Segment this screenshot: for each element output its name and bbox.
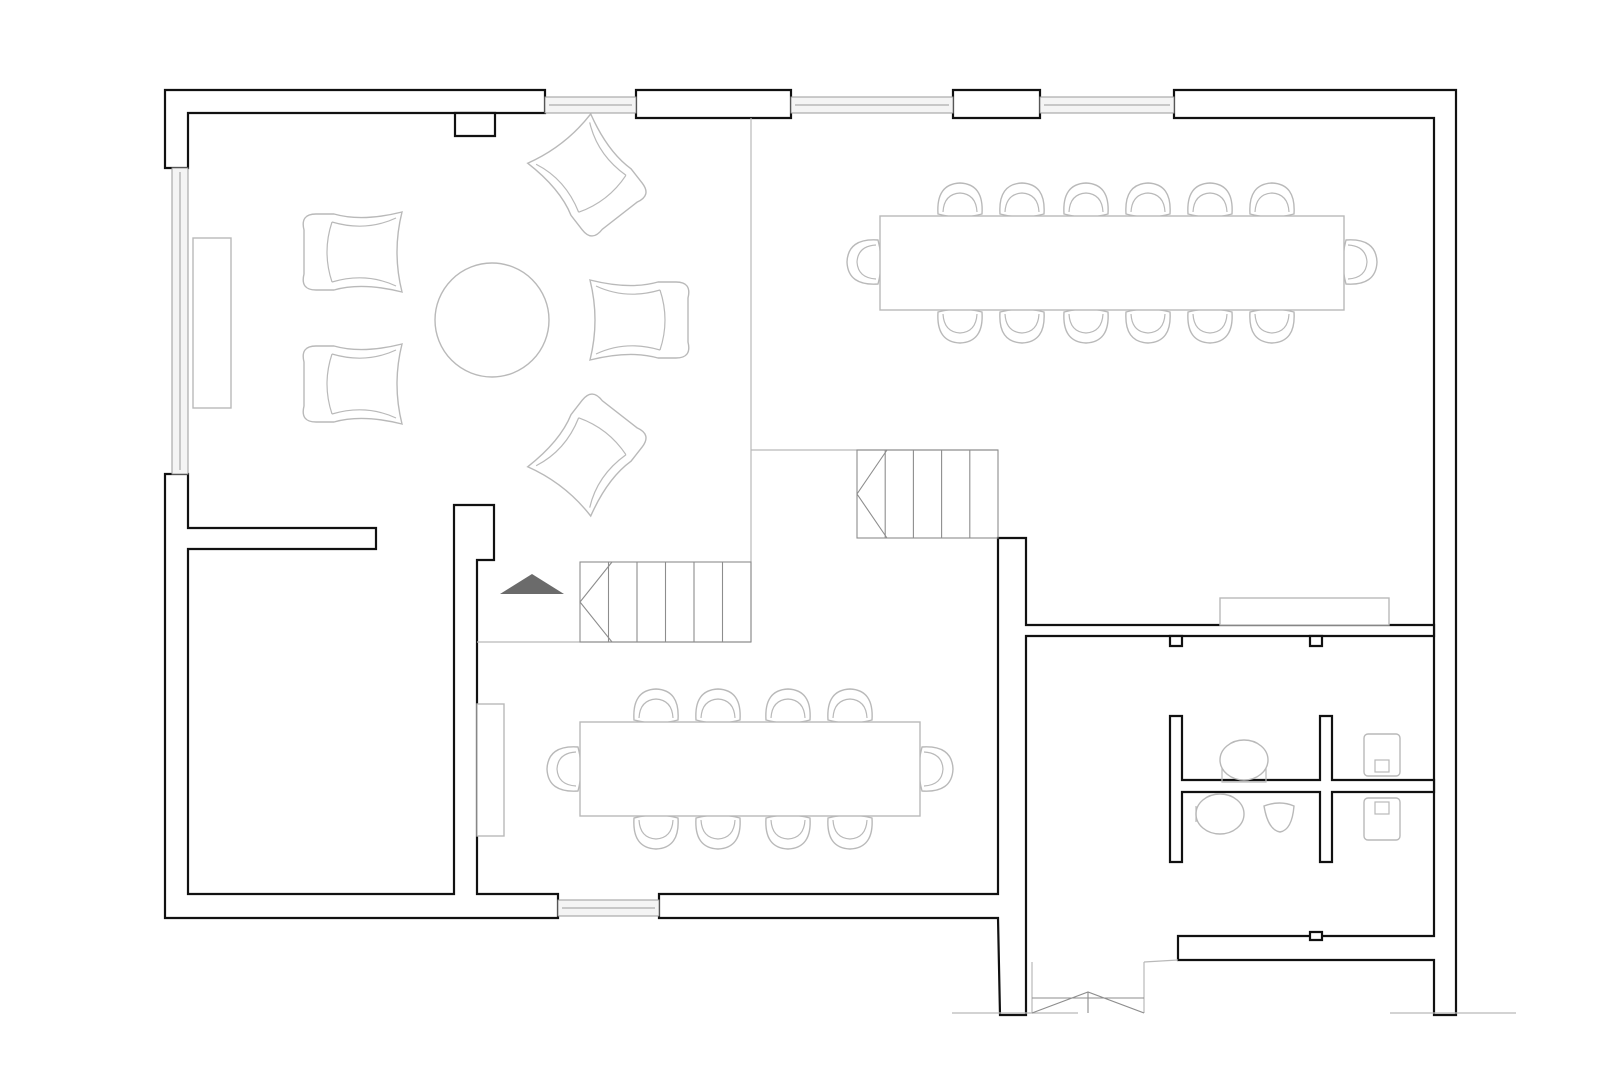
sink-2 — [1363, 797, 1401, 841]
large-chair-bottom-6 — [1249, 308, 1295, 344]
wall-top-pier-2 — [951, 88, 1042, 120]
wall-restroom-nib-a — [1168, 634, 1184, 648]
small-table — [579, 721, 921, 817]
wall-nib — [453, 111, 497, 138]
wall-top-left — [163, 88, 547, 170]
large-chair-bottom-5 — [1187, 308, 1233, 344]
restrooms — [1195, 733, 1401, 841]
small-chair-bottom-2 — [695, 814, 741, 850]
large-chair-left — [846, 239, 882, 285]
small-chair-right — [918, 746, 954, 792]
stairs-bottom — [1031, 991, 1145, 1014]
large-chair-top-5 — [1187, 182, 1233, 218]
sink-1 — [1363, 733, 1401, 777]
lounge-chair-2 — [302, 343, 403, 425]
wall-restroom-1 — [1168, 714, 1436, 864]
small-chair-top-4 — [827, 688, 873, 724]
cabinet-small-room — [476, 703, 505, 837]
small-meeting-room — [546, 688, 954, 850]
large-chair-bottom-4 — [1125, 308, 1171, 344]
toilet-2 — [1195, 793, 1245, 835]
counter-right — [1219, 597, 1390, 626]
wall-top-right — [1172, 88, 1458, 1017]
small-chair-top-2 — [695, 688, 741, 724]
large-chair-bottom-1 — [937, 308, 983, 344]
windows — [171, 96, 1175, 917]
lounge-chair-5 — [526, 393, 647, 518]
large-chair-top-3 — [1063, 182, 1109, 218]
lounge-chairs — [302, 112, 690, 518]
small-chair-top-1 — [633, 688, 679, 724]
toilet-1 — [1219, 739, 1269, 781]
large-table — [879, 215, 1345, 311]
small-chair-left — [546, 746, 582, 792]
stairs-lower — [579, 561, 752, 643]
large-meeting-room — [846, 182, 1378, 344]
large-chair-top-6 — [1249, 182, 1295, 218]
large-chair-bottom-2 — [999, 308, 1045, 344]
large-chair-top-2 — [999, 182, 1045, 218]
small-chair-bottom-1 — [633, 814, 679, 850]
large-chair-top-1 — [937, 182, 983, 218]
lounge-chair-3 — [526, 112, 647, 237]
urinal — [1263, 802, 1295, 833]
large-chair-top-4 — [1125, 182, 1171, 218]
small-chair-top-3 — [765, 688, 811, 724]
large-chair-bottom-3 — [1063, 308, 1109, 344]
large-chair-right — [1342, 239, 1378, 285]
cabinet-lounge — [192, 237, 232, 409]
small-chair-bottom-3 — [765, 814, 811, 850]
lounge-chair-1 — [302, 211, 403, 293]
wall-restroom-nib-c — [1308, 930, 1324, 942]
wall-top-pier-1 — [634, 88, 793, 120]
lounge — [302, 112, 690, 518]
wall-restroom-nib-b — [1308, 634, 1324, 648]
wall-left — [163, 472, 560, 920]
lounge-chair-4 — [589, 279, 690, 361]
small-chair-bottom-4 — [827, 814, 873, 850]
stairs-upper — [856, 449, 999, 539]
round-table — [434, 262, 550, 378]
stair-direction-arrow — [500, 574, 564, 594]
